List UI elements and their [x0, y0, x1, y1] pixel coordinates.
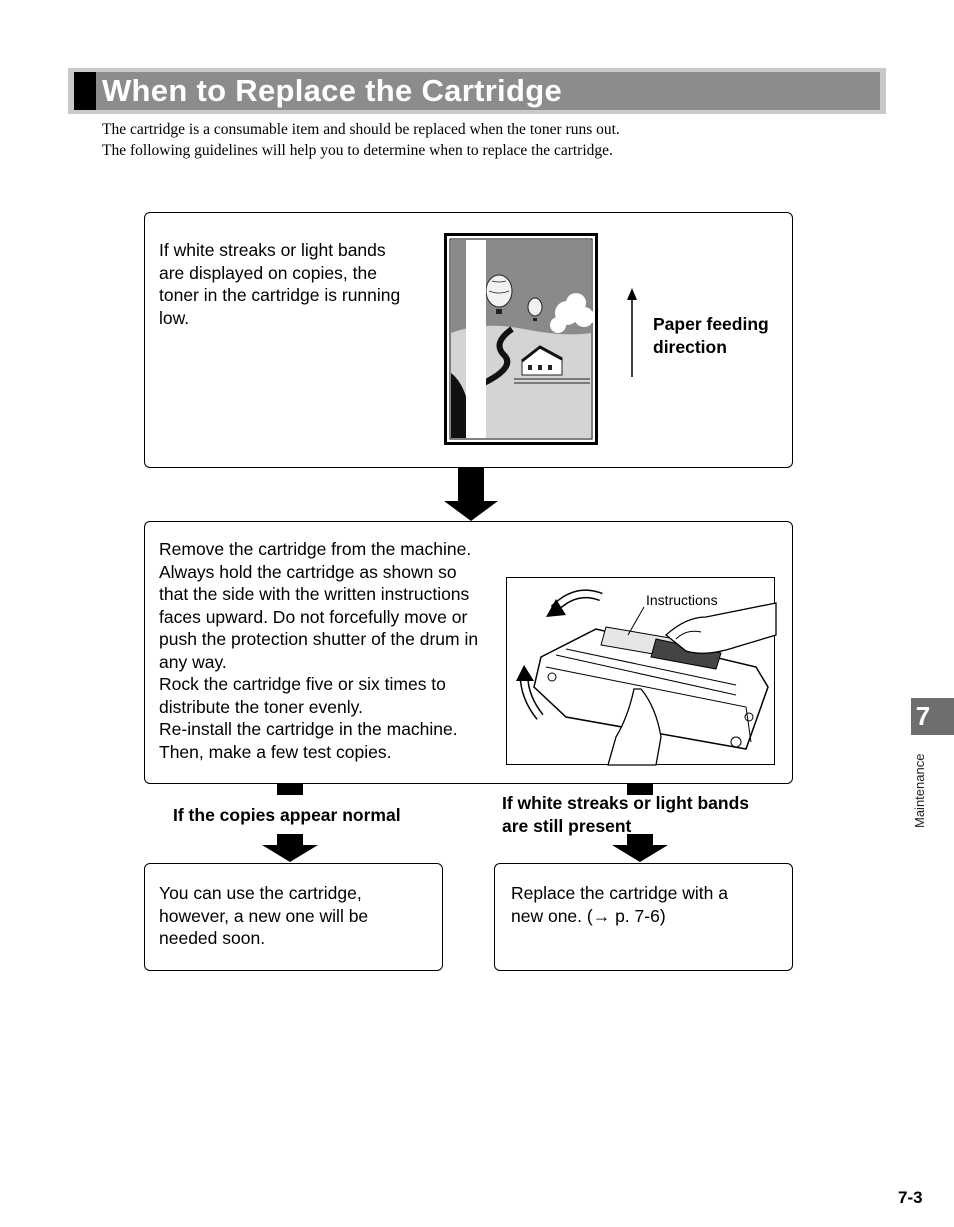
cartridge-rocking-illustration — [506, 577, 777, 766]
result-replace-box — [494, 863, 793, 971]
step2-line: that the side with the written instructi… — [159, 584, 470, 604]
section-title-inner: When to Replace the Cartridge — [74, 72, 880, 110]
step2-line: any way. — [159, 651, 227, 672]
step2-line: Remove the cartridge from the machine. — [159, 539, 472, 559]
page-title: When to Replace the Cartridge — [102, 73, 562, 108]
page-number: 7-3 — [898, 1188, 923, 1207]
result-normal-line: however, a new one will be — [159, 905, 369, 926]
step2-line: Then, make a few test copies. — [159, 741, 392, 762]
intro-line-1: The cartridge is a consumable item and s… — [102, 121, 620, 138]
streaked-copy-illustration — [444, 233, 598, 445]
branch-streaks-line: If white streaks or light bands — [502, 793, 749, 813]
step2-line: faces upward. Do not forcefully move or — [159, 606, 468, 627]
step2-text: Remove the cartridge from the machine. A… — [159, 538, 509, 763]
down-arrow-icon — [444, 467, 498, 521]
step1-text: If white streaks or light bands are disp… — [159, 239, 439, 329]
result-replace-line: Replace the cartridge with a — [511, 883, 728, 903]
result-normal-box — [144, 863, 443, 971]
step2-line: Re-install the cartridge in the machine. — [159, 719, 458, 739]
paper-feed-label-line: Paper feeding — [653, 314, 769, 334]
result-replace-text: Replace the cartridge with a new one. (→… — [511, 882, 786, 927]
branch-streaks-line: are still present — [502, 816, 632, 836]
intro-paragraph: The cartridge is a consumable item and s… — [102, 119, 862, 161]
title-marker-block — [74, 72, 96, 110]
step2-line: distribute the toner evenly. — [159, 696, 363, 717]
result-normal-text: You can use the cartridge, however, a ne… — [159, 882, 439, 950]
branch-normal-label: If the copies appear normal — [173, 805, 401, 825]
branch-streaks-label: If white streaks or light bands are stil… — [502, 792, 792, 838]
branch-right-arrow-icon — [612, 783, 668, 862]
intro-line-2: The following guidelines will help you t… — [102, 142, 613, 159]
step1-line: toner in the cartridge is running — [159, 285, 401, 305]
instructions-callout-label: Instructions — [646, 592, 718, 608]
paper-feed-label: Paper feeding direction — [653, 313, 793, 359]
section-title-bar: When to Replace the Cartridge — [68, 68, 886, 114]
step2-line: push the protection shutter of the drum … — [159, 629, 479, 649]
result-normal-line: You can use the cartridge, — [159, 883, 362, 903]
result-normal-line: needed soon. — [159, 928, 266, 948]
step1-line: If white streaks or light bands — [159, 240, 386, 260]
chapter-tab: 7 — [911, 698, 954, 735]
step2-line: Rock the cartridge five or six times to — [159, 674, 446, 694]
chapter-number: 7 — [915, 701, 931, 731]
paper-feed-arrow-icon — [627, 288, 637, 377]
paper-feed-label-line: direction — [653, 337, 727, 357]
result-replace-line: new one. (→ p. 7-6) — [511, 905, 666, 926]
branch-left-arrow-icon — [262, 783, 318, 862]
step1-line: low. — [159, 307, 190, 328]
step1-line: are displayed on copies, the — [159, 262, 377, 283]
chapter-name: Maintenance — [912, 753, 927, 828]
step2-line: Always hold the cartridge as shown so — [159, 561, 457, 582]
